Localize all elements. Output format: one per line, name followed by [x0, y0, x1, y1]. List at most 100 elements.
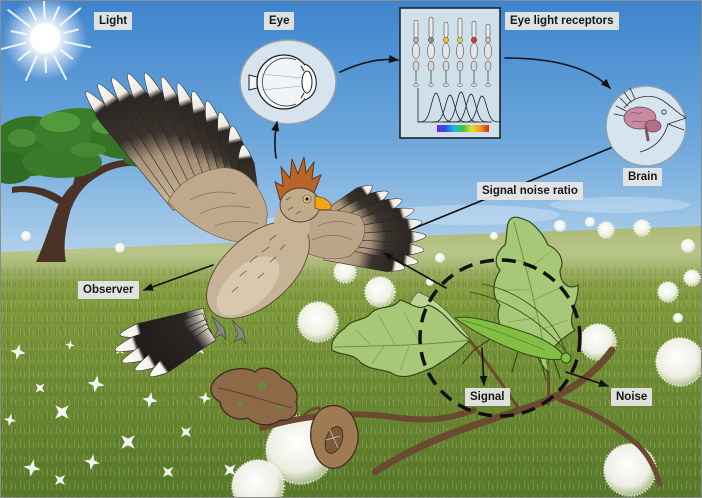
- label-eye: Eye: [264, 12, 295, 30]
- sun-ray: [63, 40, 92, 49]
- branch: [371, 339, 663, 487]
- dandelion-puffball: [21, 231, 31, 241]
- bird-beak: [314, 195, 332, 211]
- dandelion-puffball: [230, 458, 286, 498]
- right-wing-coverts: [297, 209, 365, 260]
- star-flower: [84, 454, 100, 470]
- star-flower: [87, 375, 105, 393]
- dandelion-puffball: [656, 280, 680, 304]
- katydid-insect: [453, 283, 572, 381]
- photoreceptor-cells: [412, 16, 492, 87]
- sensitivity-curve: [453, 93, 489, 123]
- photoreceptor-cell: [470, 20, 478, 87]
- arrow-to-signal-label: [479, 347, 488, 386]
- arrow-bird-to-eye: [271, 121, 280, 159]
- dandelion-puffball: [435, 253, 445, 263]
- label-light: Light: [94, 12, 133, 30]
- dry-leaf: [210, 367, 298, 426]
- sun: [0, 0, 92, 81]
- arrow-eye-to-receptors: [339, 55, 399, 73]
- label-observer: Observer: [78, 281, 139, 299]
- sun-ray: [63, 28, 79, 35]
- bird-observer: [85, 72, 427, 377]
- color-spectrum-bar: [437, 125, 489, 132]
- spectral-sensitivity-curves: [417, 88, 500, 123]
- dandelion-puffball: [585, 217, 595, 227]
- sun-ray: [10, 30, 27, 36]
- sun-ray: [7, 9, 31, 27]
- feather: [149, 327, 217, 377]
- photoreceptor-cell: [456, 17, 464, 87]
- feather: [114, 312, 208, 352]
- sensitivity-curve: [432, 94, 468, 123]
- bird-eye: [302, 194, 312, 204]
- star-flower: [224, 464, 236, 476]
- left-wing-coverts: [167, 167, 268, 243]
- star-flower: [121, 435, 135, 449]
- dandelion-puffball: [673, 313, 683, 323]
- photoreceptor-cell: [427, 16, 435, 87]
- dandelion-puffball: [115, 243, 125, 253]
- dandelion-puffball: [682, 268, 702, 288]
- dandelion-puffball: [681, 239, 695, 253]
- sun-ray: [28, 6, 37, 22]
- label-noise: Noise: [611, 388, 653, 406]
- star-flower: [162, 466, 174, 478]
- bird-crest: [274, 156, 322, 201]
- feather: [134, 323, 214, 372]
- star-flower: [142, 392, 158, 408]
- label-brain: Brain: [623, 168, 663, 186]
- sun-ray: [53, 54, 67, 80]
- star-flower: [54, 474, 66, 486]
- star-flower: [198, 391, 212, 405]
- arrow-to-noise-label: [565, 371, 609, 387]
- photoreceptor-cell: [484, 23, 492, 87]
- sun-ray: [59, 49, 74, 60]
- sensitivity-curve: [443, 91, 479, 123]
- star-flower: [10, 344, 26, 360]
- dandelion-puffball: [363, 275, 397, 309]
- sun-ray: [52, 6, 61, 21]
- photoreceptor-cell: [412, 19, 420, 87]
- star-flower: [65, 340, 75, 350]
- dandelion-puffball: [632, 218, 652, 238]
- body-streaks: [231, 231, 292, 293]
- photoreceptor-cell: [442, 21, 450, 87]
- sun-ray: [17, 49, 31, 61]
- arrow-receptors-to-brain: [504, 57, 611, 89]
- dandelion-puffball: [490, 232, 498, 240]
- eye-light-receptors-panel: [399, 7, 501, 139]
- dandelion-puffball: [602, 442, 658, 498]
- dry-leaf-with-moth: [310, 405, 359, 469]
- arrow-signal-to-bird: [383, 252, 447, 289]
- label-eye-light-receptors: Eye light receptors: [505, 12, 619, 30]
- bird-legs: [211, 315, 247, 345]
- label-signal-noise-ratio: Signal noise ratio: [477, 182, 583, 200]
- label-signal: Signal: [465, 388, 510, 406]
- sensitivity-curve: [418, 92, 454, 123]
- star-flower: [180, 426, 192, 438]
- tail: [114, 307, 217, 377]
- feather: [121, 319, 212, 364]
- star-flower: [3, 413, 17, 427]
- eye-diagram: [239, 39, 337, 125]
- lower-branch: [259, 406, 477, 431]
- dandelion-puffball: [596, 220, 616, 240]
- moth: [324, 426, 344, 454]
- dandelion-puffball: [554, 220, 566, 232]
- star-flower: [55, 405, 69, 419]
- sensitivity-curve: [464, 95, 500, 123]
- signal-dashed-circle: [418, 258, 582, 418]
- leaf-left: [330, 299, 471, 378]
- grass-texture: [0, 226, 702, 498]
- brain-diagram: [605, 85, 687, 167]
- sun-ray: [59, 7, 82, 27]
- sun-ray: [43, 0, 46, 20]
- dandelion-puffball: [654, 336, 702, 388]
- dandelion-puffball: [296, 300, 340, 344]
- star-flower: [23, 459, 41, 477]
- sun-ray: [0, 41, 27, 51]
- arrow-bird-to-observer-label: [143, 264, 214, 291]
